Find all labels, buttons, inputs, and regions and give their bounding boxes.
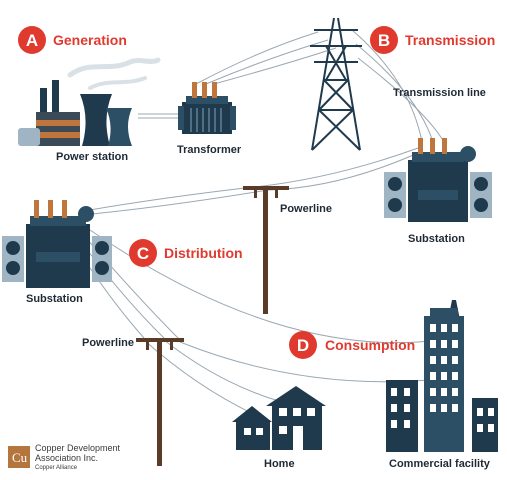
logo-line-2: Association Inc. [35, 453, 98, 463]
transformer-icon [178, 82, 236, 134]
power-station-icon [18, 57, 161, 146]
transmission-line-label: Transmission line [393, 87, 486, 99]
badge-c-circle [129, 239, 157, 267]
badge-b: B [370, 26, 398, 54]
office-building-icon [386, 300, 498, 452]
badge-d-letter: D [297, 336, 309, 355]
copper-logo-icon: Cu [8, 446, 30, 468]
home-label: Home [264, 458, 295, 470]
section-distribution-title: Distribution [164, 245, 243, 261]
wires [69, 29, 445, 419]
power-station-label: Power station [56, 151, 128, 163]
transformer-label: Transformer [177, 144, 242, 156]
badge-c: C [129, 239, 157, 267]
badge-b-circle [370, 26, 398, 54]
badge-a-letter: A [26, 31, 38, 50]
powerline-upper-label: Powerline [280, 203, 332, 215]
section-consumption-title: Consumption [325, 337, 415, 353]
substation-left-label: Substation [26, 293, 83, 305]
substation-right-label: Substation [408, 233, 465, 245]
badge-a-circle [18, 26, 46, 54]
commercial-facility-label: Commercial facility [389, 458, 491, 470]
section-generation-title: Generation [53, 32, 127, 48]
copper-logo-symbol: Cu [12, 450, 28, 465]
badge-c-letter: C [137, 244, 149, 263]
house-icon [232, 386, 326, 450]
badge-d: D [289, 331, 317, 359]
logo-line-3: Copper Alliance [35, 465, 78, 471]
substation-icon [2, 200, 112, 288]
logo-line-1: Copper Development [35, 443, 121, 453]
utility-pole-icon [243, 186, 289, 314]
powerline-lower-label: Powerline [82, 337, 134, 349]
section-transmission-title: Transmission [405, 32, 495, 48]
transmission-tower-icon [310, 17, 362, 151]
copper-logo-box [8, 446, 30, 468]
badge-a: A [18, 26, 46, 54]
badge-b-letter: B [378, 31, 390, 50]
substation-icon [384, 138, 492, 222]
utility-pole-icon [136, 338, 184, 466]
badge-d-circle [289, 331, 317, 359]
